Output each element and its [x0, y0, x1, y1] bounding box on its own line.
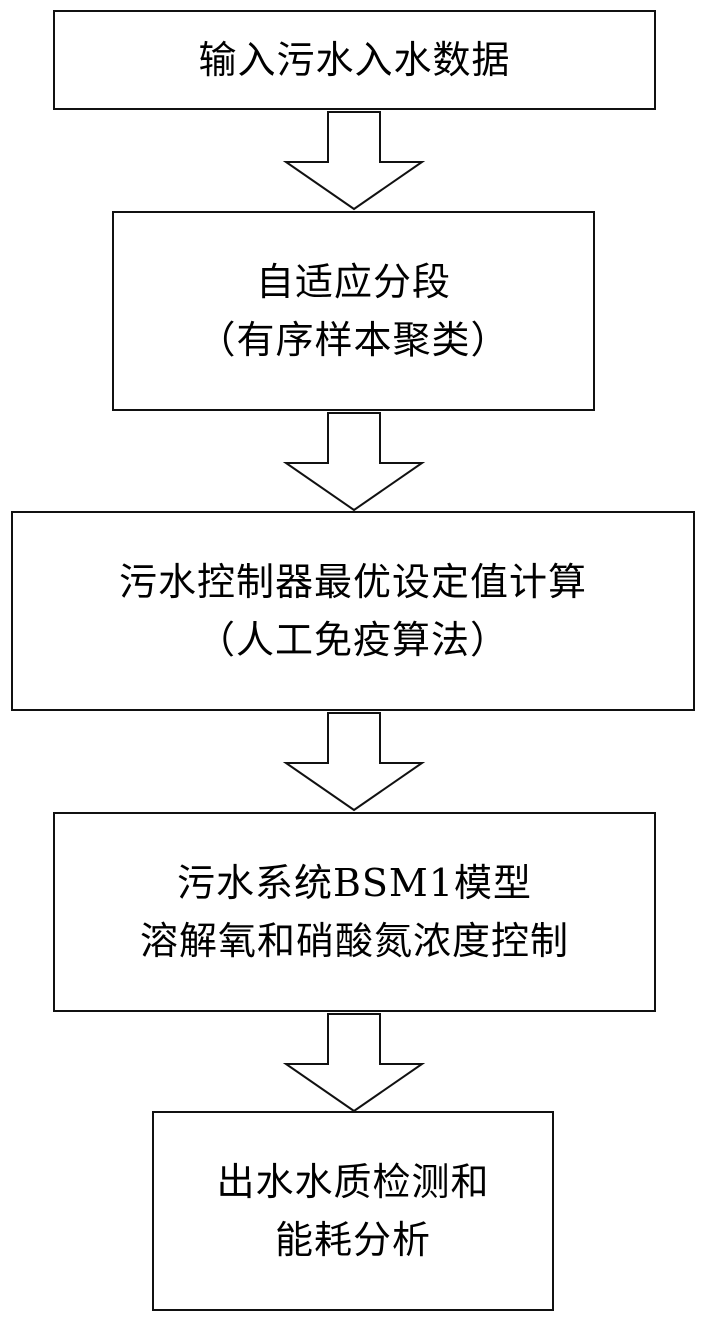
step-effluent-quality-energy-analysis: 出水水质检测和 能耗分析: [152, 1111, 554, 1311]
step-label: 输入污水入水数据: [198, 38, 511, 82]
step-label: 污水控制器最优设定值计算: [118, 560, 587, 604]
step-input-sewage-data: 输入污水入水数据: [53, 10, 656, 110]
step-sublabel: 溶解氧和硝酸氮浓度控制: [139, 919, 569, 963]
step-label: 出水水质检测和: [216, 1160, 490, 1204]
step-sublabel: （有序样本聚类）: [197, 318, 510, 362]
step-bsm1-model-control: 污水系统BSM1模型 溶解氧和硝酸氮浓度控制: [53, 812, 656, 1012]
down-arrow-icon: [282, 110, 426, 212]
step-optimal-setpoint-calculation: 污水控制器最优设定值计算 （人工免疫算法）: [11, 511, 695, 711]
step-sublabel: 能耗分析: [274, 1218, 431, 1262]
step-label: 自适应分段: [255, 260, 451, 304]
step-adaptive-segmentation: 自适应分段 （有序样本聚类）: [112, 211, 595, 411]
step-sublabel: （人工免疫算法）: [196, 618, 509, 662]
down-arrow-icon: [282, 1012, 426, 1114]
step-label: 污水系统BSM1模型: [176, 861, 533, 905]
down-arrow-icon: [282, 411, 426, 513]
down-arrow-icon: [282, 711, 426, 813]
